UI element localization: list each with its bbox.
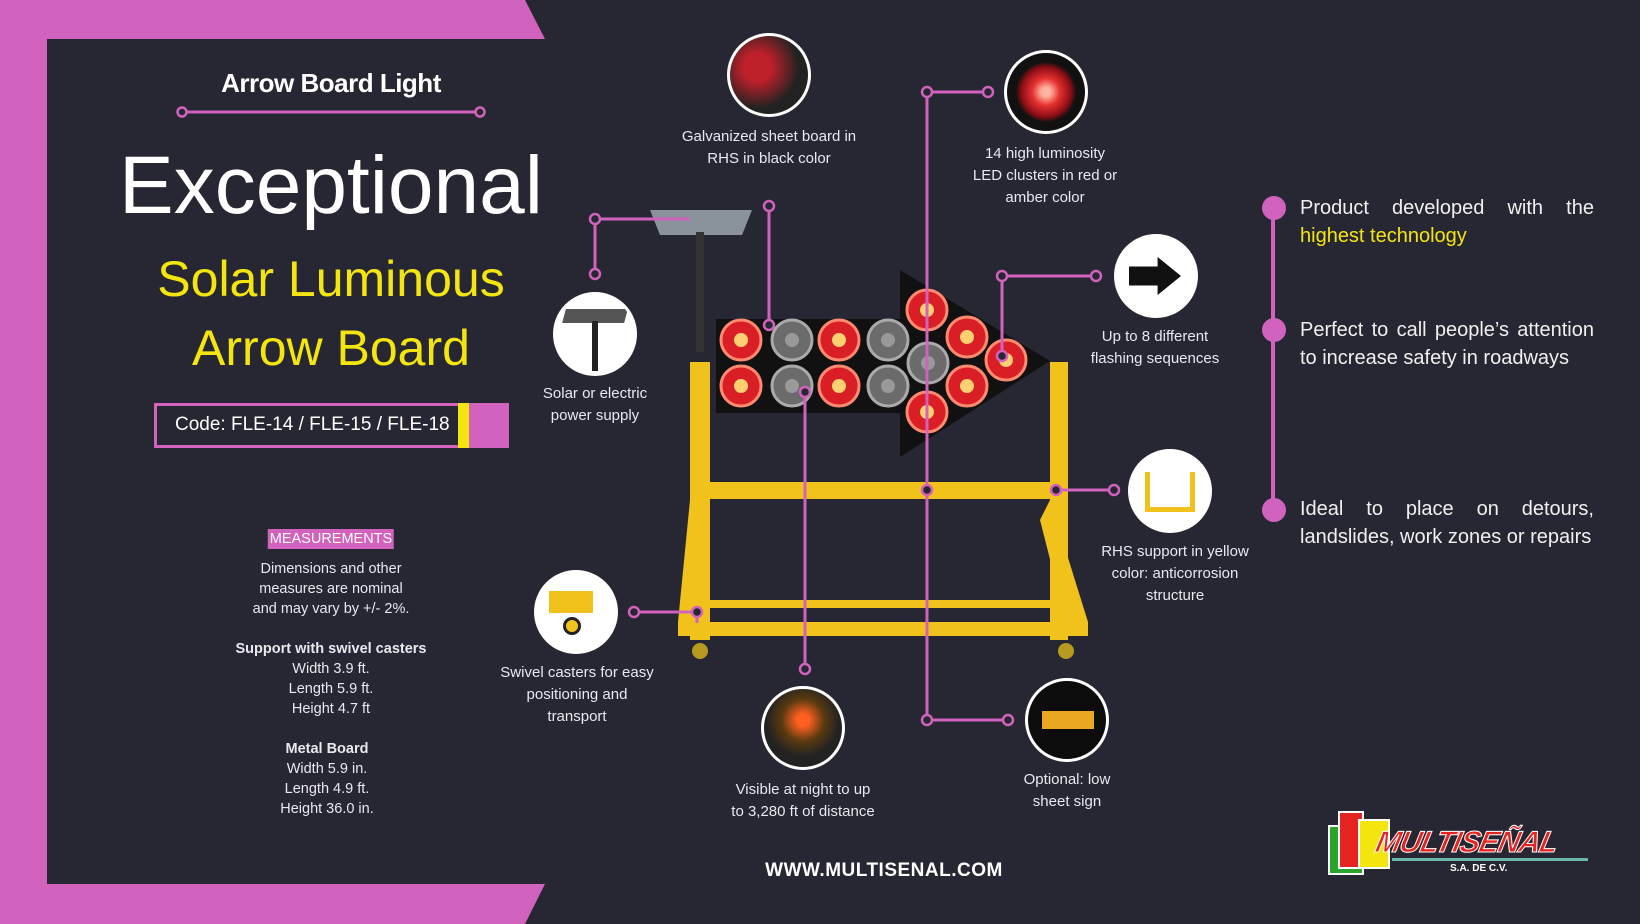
logo-suffix: S.A. DE C.V. bbox=[1450, 863, 1508, 874]
website-link[interactable]: WWW.MULTISENAL.COM bbox=[765, 860, 1003, 881]
yellow-frame bbox=[678, 362, 1088, 659]
solar-panel bbox=[650, 210, 752, 352]
benefits-timeline bbox=[1271, 208, 1275, 510]
led-core bbox=[960, 330, 974, 344]
led-core bbox=[785, 333, 799, 347]
benefit-1: Product developed with the highest techn… bbox=[1300, 197, 1594, 247]
led-core bbox=[832, 333, 846, 347]
flashing-sequences-thumbnail bbox=[1114, 234, 1198, 318]
measurements-label: MEASUREMENTS bbox=[267, 529, 395, 549]
left-panel bbox=[47, 39, 545, 884]
pink-frame-left bbox=[0, 0, 47, 924]
low-sheet-sign-thumbnail bbox=[1025, 678, 1109, 762]
dimension-line: Width 3.9 ft. bbox=[292, 661, 370, 677]
connector-dots bbox=[588, 85, 1121, 727]
led-core bbox=[734, 379, 748, 393]
bullet-dot bbox=[1262, 498, 1286, 522]
hero-product-line1: Solar Luminous bbox=[157, 251, 505, 307]
hero-product-line2: Arrow Board bbox=[192, 320, 470, 376]
led-core bbox=[881, 333, 895, 347]
galvanized-board-thumbnail bbox=[727, 33, 811, 117]
benefit-2: Perfect to call people’s attention to in… bbox=[1300, 319, 1594, 369]
board-dimensions: Metal Board Width 5.9 in. Length 4.9 ft.… bbox=[280, 739, 374, 819]
dimension-line: Length 5.9 ft. bbox=[288, 681, 374, 697]
swivel-caster-thumbnail bbox=[534, 570, 618, 654]
dimension-line: Length 4.9 ft. bbox=[284, 781, 370, 797]
led-core bbox=[832, 379, 846, 393]
note-line: Dimensions and other bbox=[260, 561, 402, 577]
product-code: Code: FLE-14 / FLE-15 / FLE-18 bbox=[175, 414, 450, 435]
subtitle: Arrow Board Light bbox=[221, 68, 441, 98]
led-cluster-thumbnail bbox=[1004, 50, 1088, 134]
solar-panel-thumbnail bbox=[553, 292, 637, 376]
code-accent-yellow bbox=[458, 403, 469, 448]
led-core bbox=[960, 379, 974, 393]
led-core bbox=[785, 379, 799, 393]
led-core bbox=[734, 333, 748, 347]
note-line: and may vary by +/- 2%. bbox=[252, 601, 410, 617]
note-line: measures are nominal bbox=[259, 581, 403, 597]
code-box: Code: FLE-14 / FLE-15 / FLE-18 bbox=[154, 403, 509, 448]
board-title: Metal Board bbox=[285, 741, 369, 757]
code-accent-pink bbox=[469, 403, 509, 448]
bullet-dot bbox=[1262, 318, 1286, 342]
dimension-line: Height 36.0 in. bbox=[280, 801, 374, 817]
support-dimensions: Support with swivel casters Width 3.9 ft… bbox=[236, 639, 427, 719]
subtitle-divider bbox=[176, 106, 486, 118]
pink-frame-bottom bbox=[0, 884, 545, 924]
hero-title: Exceptional bbox=[119, 140, 543, 231]
night-visibility-thumbnail bbox=[761, 686, 845, 770]
logo-text: MULTISEÑAL bbox=[1372, 826, 1561, 860]
dimension-line: Width 5.9 in. bbox=[286, 761, 368, 777]
rhs-support-thumbnail bbox=[1128, 449, 1212, 533]
support-title: Support with swivel casters bbox=[235, 641, 427, 657]
led-core bbox=[881, 379, 895, 393]
measurements-note: Dimensions and other measures are nomina… bbox=[253, 559, 410, 619]
dimension-line: Height 4.7 ft bbox=[291, 701, 371, 717]
bullet-dot bbox=[1262, 196, 1286, 220]
multisenal-logo: MULTISEÑAL S.A. DE C.V. bbox=[1328, 811, 1590, 877]
benefit-3: Ideal to place on detours, landslides, w… bbox=[1300, 498, 1594, 548]
pink-frame-top bbox=[0, 0, 545, 45]
